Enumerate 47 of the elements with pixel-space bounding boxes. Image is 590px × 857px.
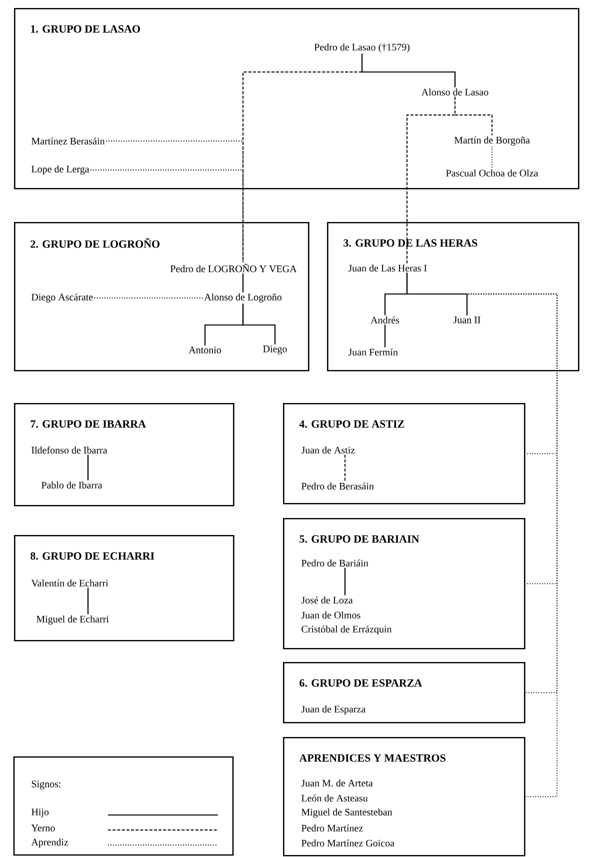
person-name: Lope de Lerga — [31, 165, 90, 175]
connector-line — [344, 454, 346, 482]
connector-line — [87, 588, 89, 614]
person-name: Pascual Ochoa de Olza — [446, 169, 538, 177]
person-name: Pablo de Ibarra — [41, 481, 102, 489]
person-name: Ildefonso de Ibarra — [32, 446, 108, 454]
person-name: Andrés — [370, 316, 400, 324]
person-name: Pedro de LOGROÑO Y VEGA — [170, 264, 297, 272]
person-name: José de Loza — [301, 596, 353, 604]
legend-label: Hijo — [31, 808, 49, 818]
connector-line — [344, 568, 346, 596]
connector-line — [361, 54, 456, 88]
person-name: Cristóbal de Errázquin — [302, 625, 392, 635]
person-name: Martín de Borgoña — [454, 136, 530, 146]
person-name: Pedro de Berasáin — [301, 482, 374, 490]
person-name: Juan Fermín — [348, 348, 398, 356]
person-name: Alonso de Logroño — [204, 293, 282, 303]
person-name: Alonso de Lasao — [422, 88, 488, 96]
person-name: Juan II — [453, 316, 480, 324]
connector-line — [106, 140, 244, 263]
person-name: Antonio — [188, 346, 222, 354]
connector-line — [90, 170, 244, 263]
connector-line — [87, 454, 89, 480]
person-name: Juan de Esparza — [301, 705, 366, 715]
person-name: Pedro de Lasao (†1579) — [314, 43, 410, 53]
person-name: Pedro Martínez Goicoa — [301, 839, 394, 847]
person-name: Juan de Astiz — [301, 446, 355, 454]
person-name: Diego Ascárate — [31, 293, 93, 303]
person-name: Martínez Berasáin — [31, 137, 105, 145]
connector-line — [406, 272, 468, 316]
person-name: Pedro de Bariáin — [301, 559, 368, 567]
connector-line — [242, 304, 276, 344]
person-name: Juan M. de Arteta — [301, 779, 373, 787]
legend-label: Yerno — [31, 824, 55, 832]
person-name: Diego — [263, 346, 287, 354]
legend-label: Aprendiz — [31, 838, 68, 848]
person-name: León de Asteasu — [301, 794, 368, 802]
person-name: Pedro Martínez — [301, 824, 363, 832]
person-name: Miguel de Echarri — [36, 615, 109, 625]
person-name: Miguel de Santesteban — [301, 808, 392, 818]
person-name: Juan de Las Heras I — [348, 264, 427, 272]
person-name: Valentín de Echarri — [31, 579, 108, 587]
person-name: Juan de Olmos — [301, 611, 360, 619]
legend-title: Signos: — [32, 780, 60, 790]
connector-line — [384, 324, 386, 348]
connector-line — [242, 273, 244, 292]
connector-line — [406, 96, 456, 264]
